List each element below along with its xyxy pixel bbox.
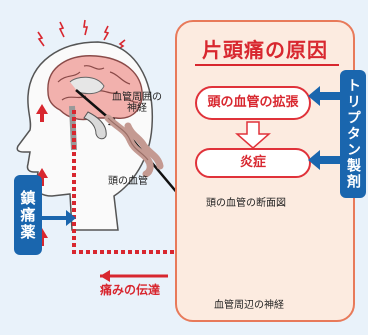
label-surrounding-nerve: 血管周辺の神経 <box>214 300 284 311</box>
step-inflammation: 炎症 <box>195 148 311 178</box>
label-perivascular-nerve: 血管周囲の 神経 <box>112 92 162 114</box>
pain-spark-icons <box>37 19 126 51</box>
pathway-up-arrows <box>36 104 48 246</box>
label-cross-section: 頭の血管の断面図 <box>206 198 286 209</box>
pain-pathway-icon <box>72 110 214 254</box>
migraine-cause-panel: 片頭痛の原因 頭の血管の拡張 炎症 <box>175 20 355 322</box>
analgesic-arrow <box>42 210 76 226</box>
panel-title-underline <box>195 64 339 66</box>
analgesic-drug-tab: 鎮痛薬 <box>14 175 42 255</box>
label-pain-transmission: 痛みの伝達 <box>100 283 161 297</box>
label-head-vessel: 頭の血管 <box>108 176 148 187</box>
triptan-drug-tab: トリプタン製剤 <box>340 70 366 198</box>
panel-title: 片頭痛の原因 <box>202 38 328 62</box>
down-arrow-icon <box>235 121 271 149</box>
step-vessel-dilation: 頭の血管の拡張 <box>195 86 311 120</box>
